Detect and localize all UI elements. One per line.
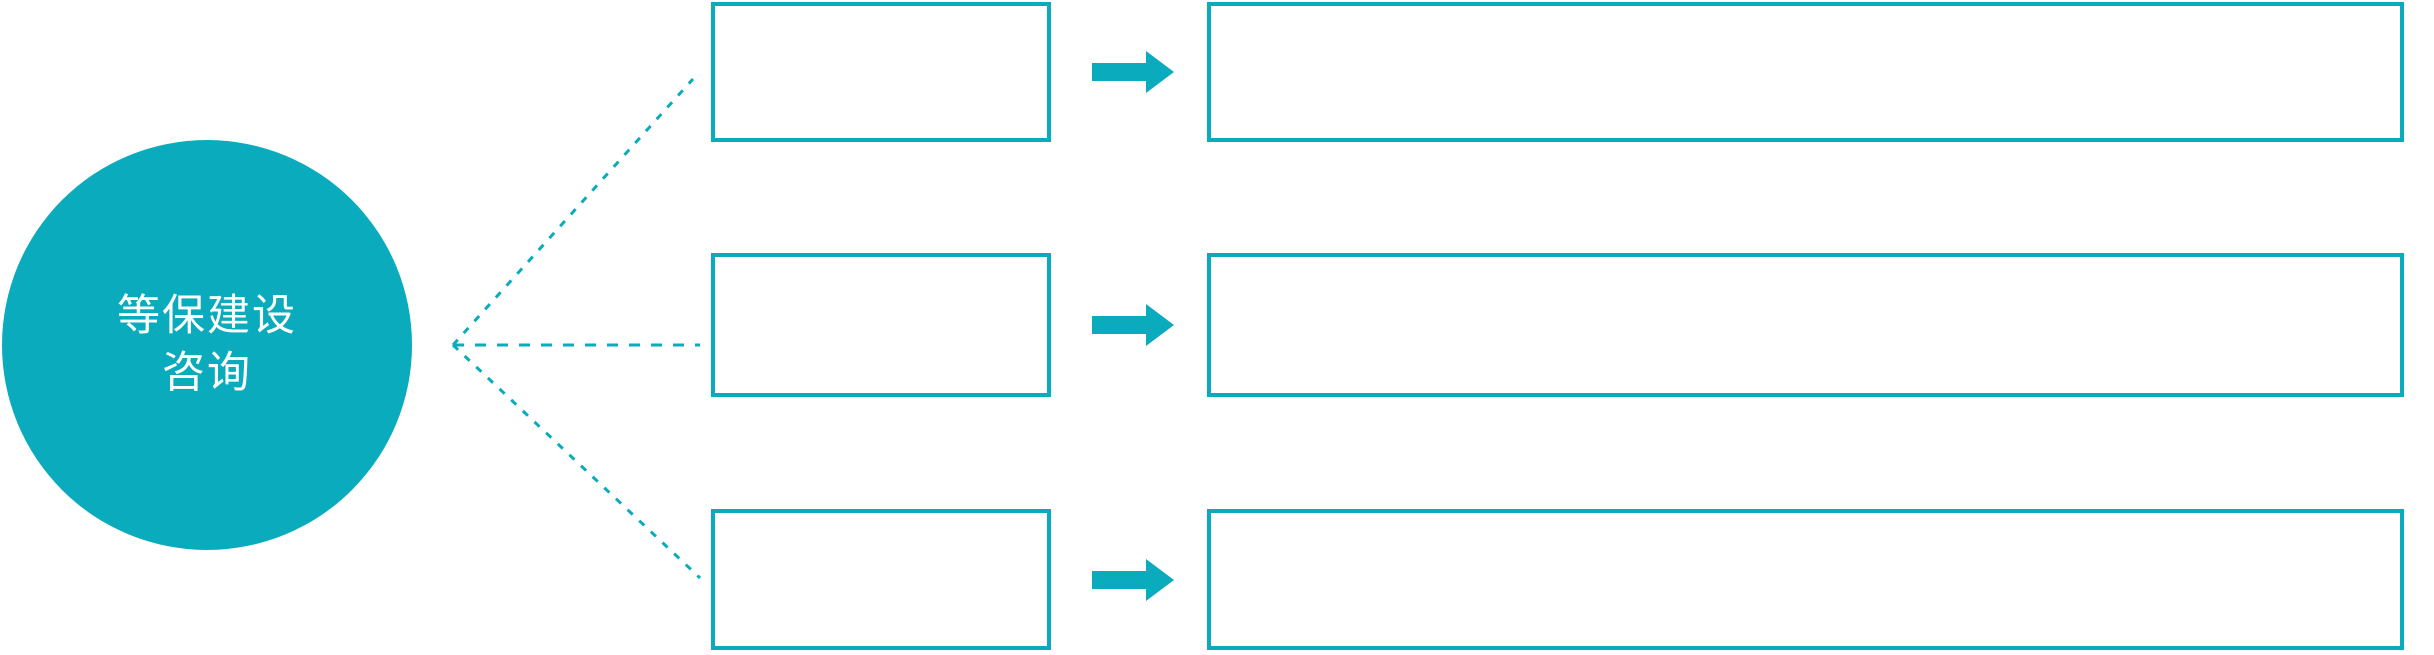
hub-title-line-2: 咨询 (162, 349, 252, 397)
branch-detail-box-1[interactable] (1207, 2, 2404, 142)
branch-detail-box-3[interactable] (1207, 509, 2404, 650)
branch-row-1 (0, 2, 2434, 142)
hub-title-line-1: 等保建设 (117, 292, 297, 341)
right-block-arrow-icon-2 (1092, 304, 1174, 346)
right-block-arrow-icon-3 (1092, 558, 1174, 601)
branch-row-3 (0, 509, 2434, 650)
hub-circle[interactable]: 等保建设 咨询 (2, 140, 412, 550)
branch-label-box-1[interactable] (711, 2, 1051, 142)
branch-detail-box-2[interactable] (1207, 253, 2404, 397)
branch-row-2 (0, 253, 2434, 397)
branch-label-box-2[interactable] (711, 253, 1051, 397)
right-block-arrow-icon-1 (1092, 51, 1174, 93)
branch-label-box-3[interactable] (711, 509, 1051, 650)
